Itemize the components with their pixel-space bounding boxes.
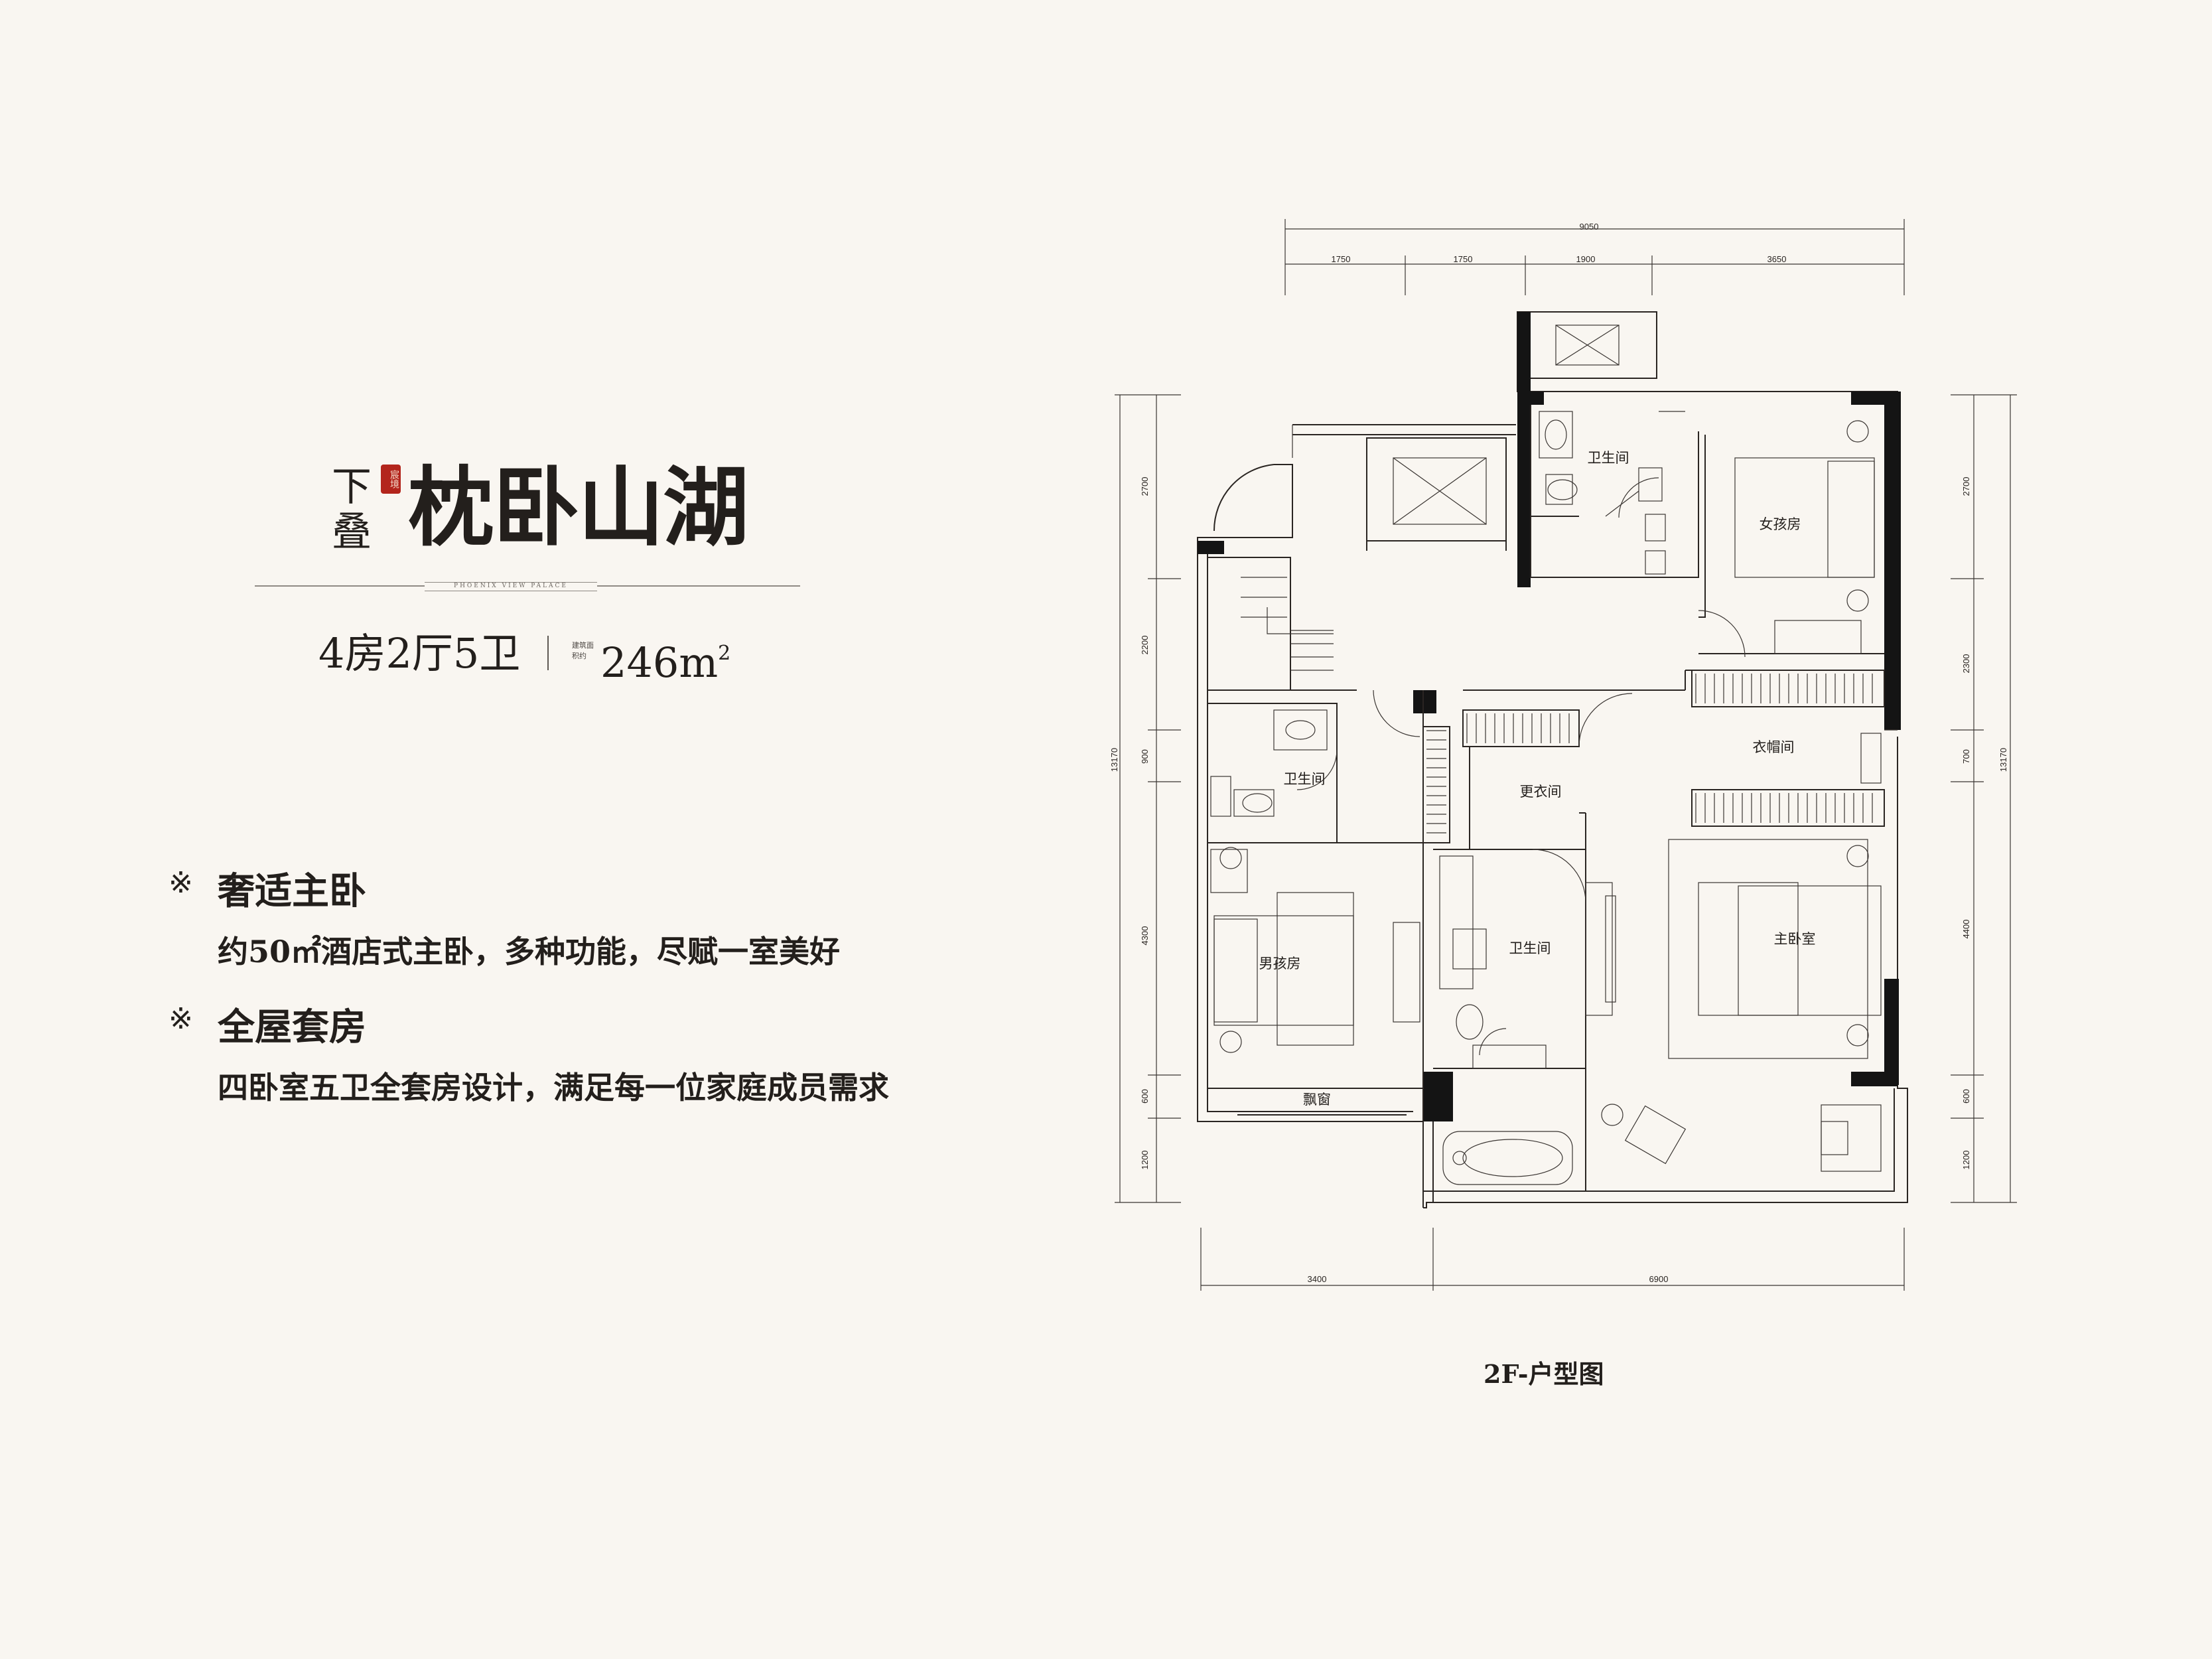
right-dim-2: 2300	[1961, 654, 1971, 674]
room-girl: 女孩房	[1760, 516, 1801, 532]
bottom-dimensions: 3400 6900	[1200, 1228, 1905, 1291]
top-dim-1: 1750	[1332, 254, 1351, 264]
plan-caption: 2F-户型图	[1484, 1359, 1604, 1389]
brand-name: PHOENIX VIEW PALACE	[454, 583, 568, 589]
right-dim-6: 1200	[1961, 1151, 1971, 1170]
structural-columns	[1198, 312, 1901, 1121]
left-dim-4: 4300	[1140, 926, 1150, 946]
feature-2-title: 全屋套房	[218, 1005, 366, 1049]
room-bath-center: 卫生间	[1509, 940, 1551, 956]
page-title: 枕卧山湖	[408, 457, 749, 558]
doors	[1296, 411, 1746, 1056]
feature-1-desc: 约50㎡酒店式主卧，多种功能，尽赋一室美好	[218, 934, 841, 970]
room-bath-top: 卫生间	[1588, 450, 1629, 466]
fixtures	[1210, 411, 1898, 1185]
room-bay-window: 飘窗	[1303, 1092, 1331, 1108]
area-value: 246m2	[600, 627, 730, 689]
feature-2-desc: 四卧室五卫全套房设计，满足每一位家庭成员需求	[218, 1070, 889, 1106]
left-dim-1: 2700	[1140, 477, 1150, 496]
feature-1-title: 奢适主卧	[218, 869, 366, 913]
top-dim-3: 1900	[1576, 254, 1596, 264]
right-dim-5: 600	[1961, 1089, 1971, 1104]
right-dim-1: 2700	[1961, 477, 1971, 496]
left-dim-6: 1200	[1140, 1151, 1150, 1170]
bottom-dim-1: 3400	[1308, 1274, 1327, 1284]
brand-box	[425, 582, 597, 591]
right-dimensions: 13170 2700 2300 700 4400 600 1200	[1951, 394, 2017, 1203]
area-superscript: 2	[718, 642, 731, 665]
left-dim-5: 600	[1140, 1089, 1150, 1104]
left-dim-3: 900	[1140, 749, 1150, 764]
top-dim-total: 9050	[1580, 222, 1599, 232]
layout-spec: 4房2厅5卫	[318, 629, 521, 678]
feature-2-mark: ※	[169, 1002, 193, 1036]
top-dim-2: 1750	[1454, 254, 1473, 264]
right-dim-4: 4400	[1961, 920, 1971, 939]
right-dim-total: 13170	[1998, 748, 2008, 772]
left-dim-2: 2200	[1140, 636, 1150, 655]
exterior-walls	[1197, 311, 1908, 1208]
left-dimensions: 13170 2700 2200 900 4300 600 1200	[1109, 394, 1181, 1203]
top-dim-4: 3650	[1767, 254, 1787, 264]
wardrobes	[1422, 670, 1885, 843]
room-bath-left: 卫生间	[1284, 771, 1326, 787]
bottom-dim-2: 6900	[1649, 1274, 1669, 1284]
top-dimensions: 9050 1750 1750 1900 3650	[1284, 219, 1905, 295]
room-dressing: 更衣间	[1520, 784, 1562, 800]
left-dim-total: 13170	[1109, 748, 1119, 772]
spec-separator	[547, 636, 549, 670]
seal-stamp: 宸境	[381, 465, 401, 494]
room-closet: 衣帽间	[1753, 739, 1795, 755]
area-number: 246m	[600, 638, 719, 687]
right-dim-3: 700	[1961, 749, 1971, 764]
area-label: 建筑面积约	[572, 641, 594, 660]
product-type: 下叠	[332, 464, 372, 555]
room-boy: 男孩房	[1259, 956, 1301, 972]
feature-1-mark: ※	[169, 866, 193, 900]
room-master: 主卧室	[1774, 931, 1816, 947]
room-labels: 卫生间 女孩房 卫生间 衣帽间 更衣间 卫生间 主卧室 男孩房 飘窗	[1259, 450, 1816, 1108]
